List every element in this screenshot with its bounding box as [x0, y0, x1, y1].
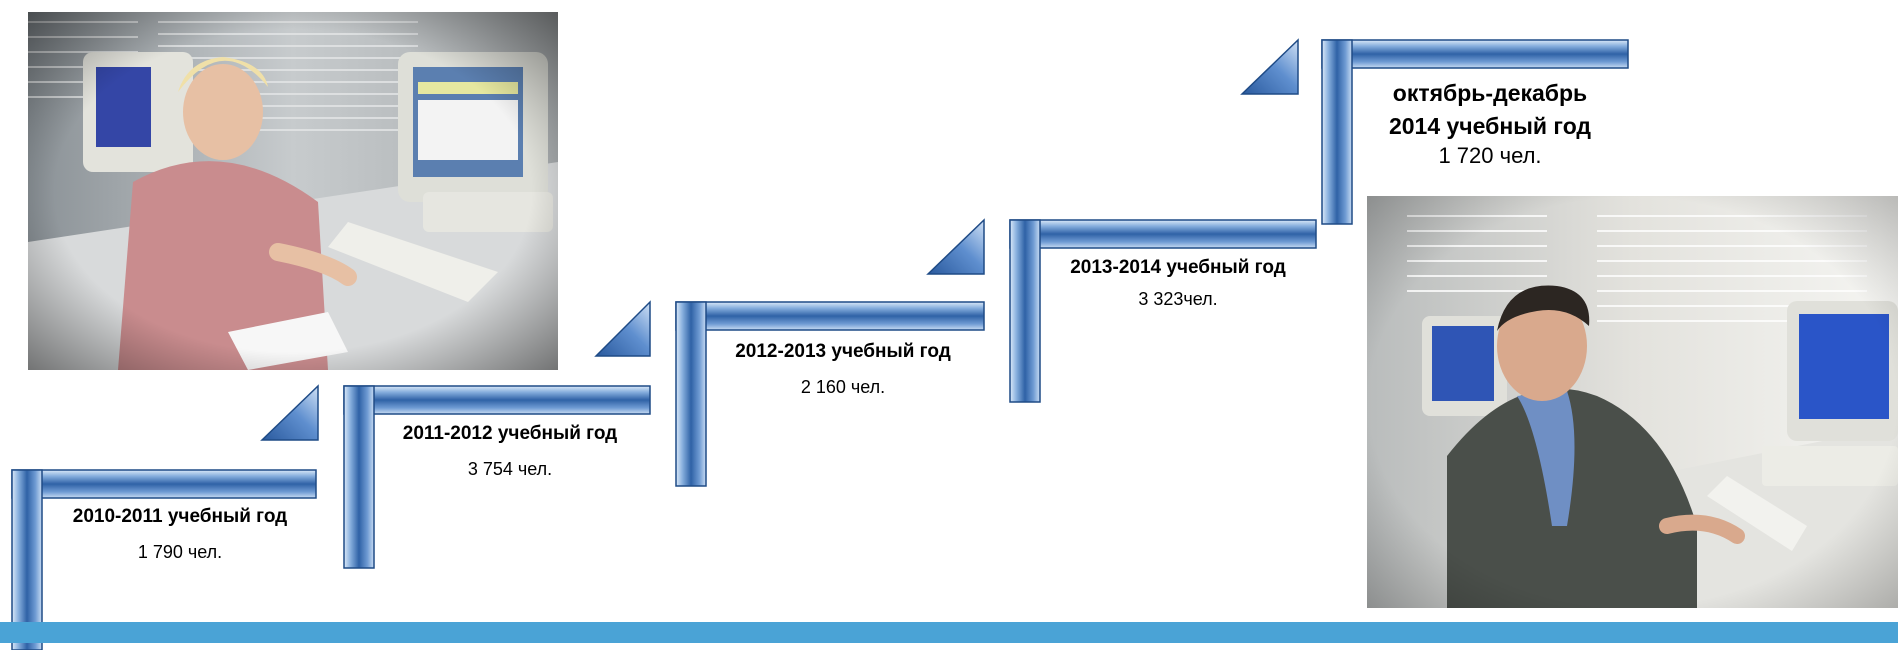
step-year: 2012-2013 учебный год — [735, 341, 951, 362]
step-label-2013-2014: 2013-2014 учебный год 3 323чел. — [1038, 256, 1318, 310]
step-label-oct-dec-2014: октябрь-декабрь 2014 учебный год 1 720 ч… — [1340, 77, 1640, 169]
stair-riser-2 — [594, 300, 651, 357]
step-count: 1 720 чел. — [1438, 143, 1542, 168]
stair-riser-1 — [260, 384, 319, 441]
stair-riser-4 — [1240, 38, 1299, 95]
step-label-2010-2011: 2010-2011 учебный год 1 790 чел. — [40, 505, 320, 563]
step-count: 2 160 чел. — [800, 377, 886, 397]
step-label-2012-2013: 2012-2013 учебный год 2 160 чел. — [703, 340, 983, 398]
step-year: 2010-2011 учебный год — [72, 506, 288, 527]
woman-at-computer-illustration — [28, 12, 558, 370]
stair-step-5 — [1321, 39, 1629, 225]
man-at-computer-photo — [1367, 196, 1898, 608]
step-year: 2013-2014 учебный год — [1070, 257, 1286, 278]
step-year: 2011-2012 учебный год — [402, 423, 618, 444]
stair-step-1 — [11, 469, 317, 650]
woman-at-computer-photo — [28, 12, 558, 370]
step-label-2011-2012: 2011-2012 учебный год 3 754 чел. — [370, 422, 650, 480]
stair-riser-3 — [926, 218, 985, 275]
step-period: октябрь-декабрь — [1392, 80, 1588, 106]
step-year: 2014 учебный год — [1388, 113, 1592, 139]
stair-step-3 — [675, 301, 985, 487]
stair-step-4 — [1009, 219, 1317, 403]
step-count: 3 323чел. — [1138, 289, 1218, 309]
bottom-accent-bar — [0, 622, 1898, 643]
step-count: 1 790 чел. — [137, 542, 223, 562]
step-count: 3 754 чел. — [467, 459, 553, 479]
man-at-computer-illustration — [1367, 196, 1898, 608]
stair-step-2 — [343, 385, 651, 569]
